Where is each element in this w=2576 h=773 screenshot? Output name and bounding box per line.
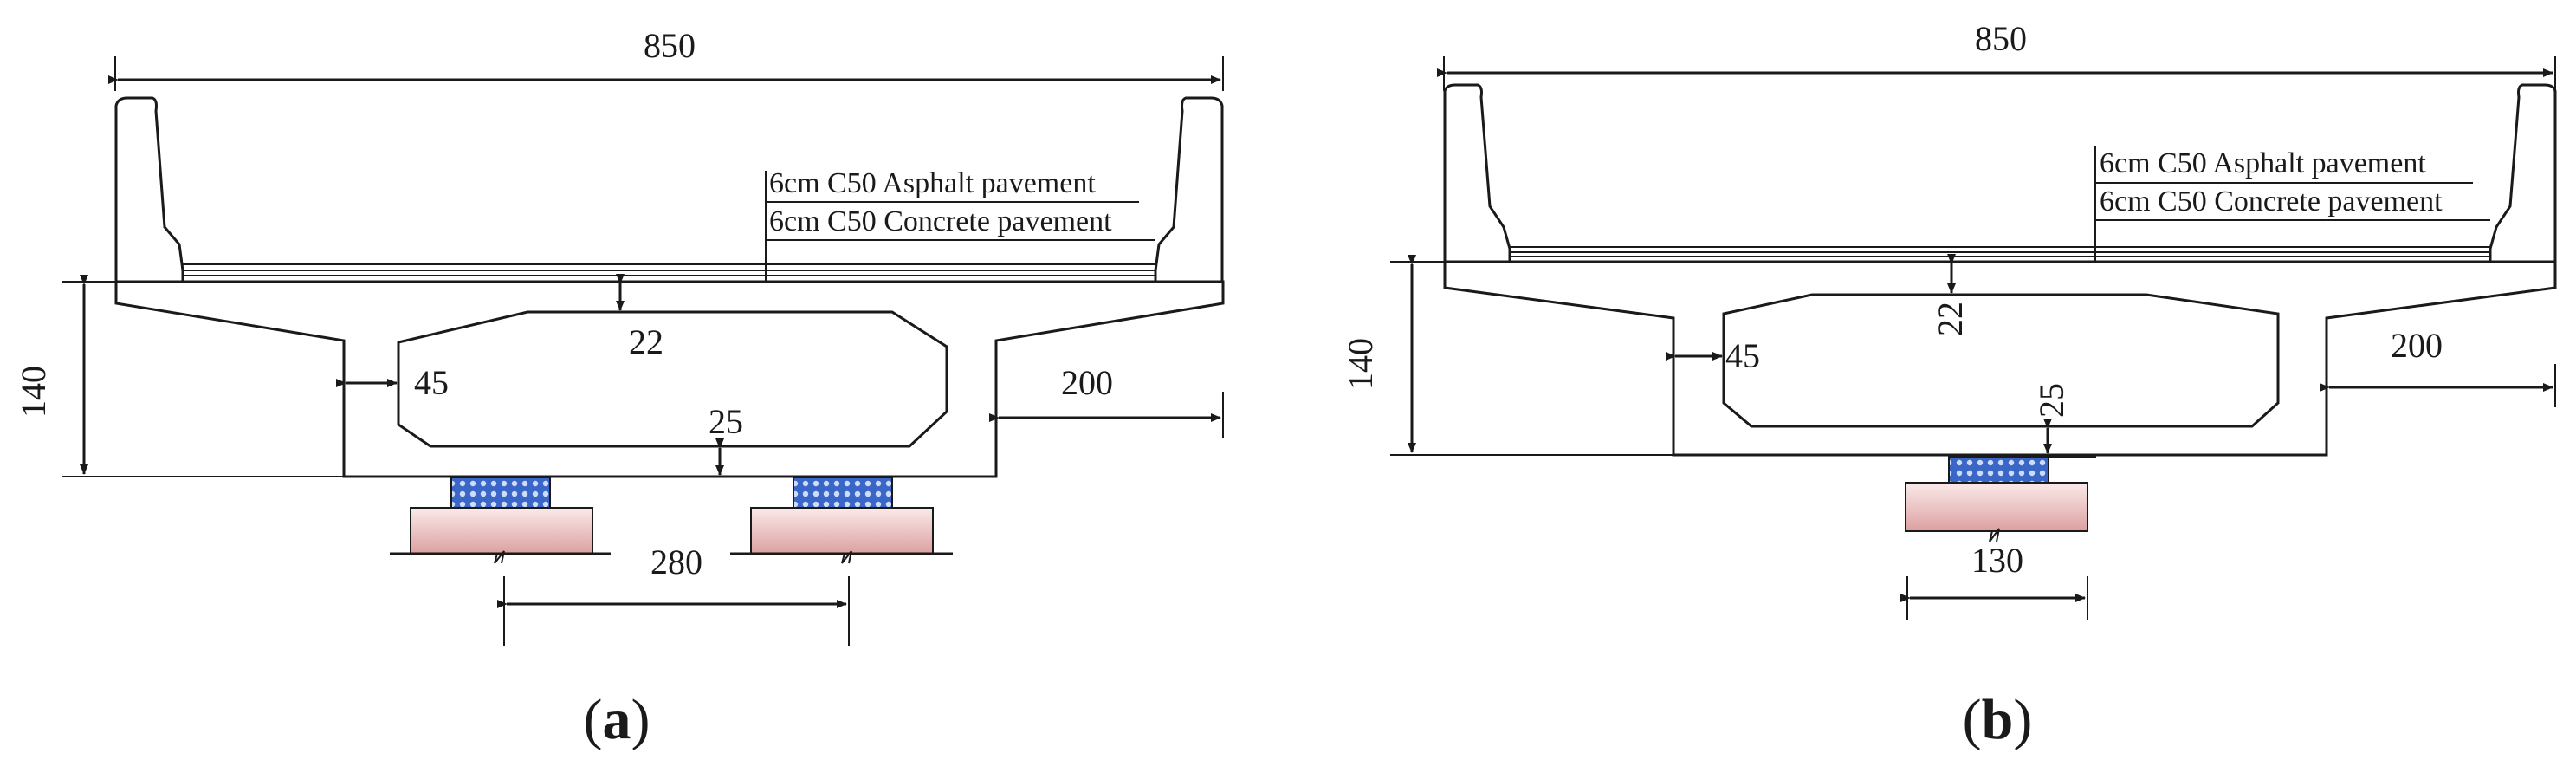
bottom-slab-dimension-a: 25 [709,402,743,476]
bearing-pad-left-a [450,477,551,509]
bearing-width-dimension-b: 130 [1900,541,2088,620]
box-void-a [398,311,948,447]
cantilever-label-b: 200 [2391,326,2443,365]
bearing-spacing-label-a: 280 [650,542,702,581]
pavement-note-b: 6cm C50 Asphalt pavement 6cm C50 Concret… [2094,146,2490,262]
pier-cap-left-a [410,507,593,555]
caption-a: (a) [584,688,650,751]
web-dimension-b: 45 [1666,336,1760,375]
web-label-a: 45 [414,363,449,402]
asphalt-layer-label-a: 6cm C50 Asphalt pavement [769,167,1096,199]
bearing-pad-right-a [793,477,893,509]
bottom-slab-label-a: 25 [709,402,743,441]
concrete-layer-label-a: 6cm C50 Concrete pavement [769,205,1112,237]
top-slab-dimension-a: 22 [616,274,663,361]
caption-b: (b) [1963,688,2033,751]
pier-cap-b [1905,482,2088,532]
asphalt-layer-label-b: 6cm C50 Asphalt pavement [2100,147,2426,179]
overall-width-label-b: 850 [1975,19,2027,58]
pavement-layers-a [183,263,1155,276]
bearing-width-label-b: 130 [1971,541,2023,580]
right-barrier-b [2489,83,2557,263]
bearings-a [390,477,953,564]
web-label-b: 45 [1725,336,1760,375]
overall-width-label-a: 850 [644,26,696,65]
height-label-b: 140 [1341,338,1380,390]
pier-cap-right-a [750,507,934,555]
bearing-pad-b [1948,456,2049,484]
height-dimension-a: 140 [14,275,344,477]
left-barrier-a [114,96,184,283]
cantilever-label-a: 200 [1061,363,1113,402]
bottom-slab-dimension-b: 25 [2032,383,2096,458]
panel-b: 850 140 22 45 [1341,19,2557,751]
top-slab-label-b: 22 [1931,302,1970,336]
overall-width-dimension-a: 850 [108,26,1224,91]
left-barrier-b [1443,83,1511,263]
bearing-spacing-dimension-a: 280 [497,542,850,646]
box-void-b [1723,294,2279,427]
box-girder-section-a [114,280,1225,478]
height-label-a: 140 [14,366,53,418]
cantilever-dimension-b: 200 [2320,326,2556,407]
panel-a: 850 140 22 45 [14,26,1225,751]
overall-width-dimension-b: 850 [1437,19,2556,91]
top-slab-dimension-b: 22 [1931,254,1970,336]
height-dimension-b: 140 [1341,255,1673,456]
cantilever-dimension-a: 200 [989,363,1224,438]
right-barrier-a [1154,96,1224,283]
bottom-slab-label-b: 25 [2032,383,2071,418]
web-dimension-a: 45 [336,363,449,402]
pavement-layers-b [1510,246,2490,257]
pavement-note-a: 6cm C50 Asphalt pavement 6cm C50 Concret… [765,167,1155,282]
concrete-layer-label-b: 6cm C50 Concrete pavement [2100,185,2443,218]
top-slab-label-a: 22 [629,322,663,361]
bearing-b [1905,456,2088,542]
